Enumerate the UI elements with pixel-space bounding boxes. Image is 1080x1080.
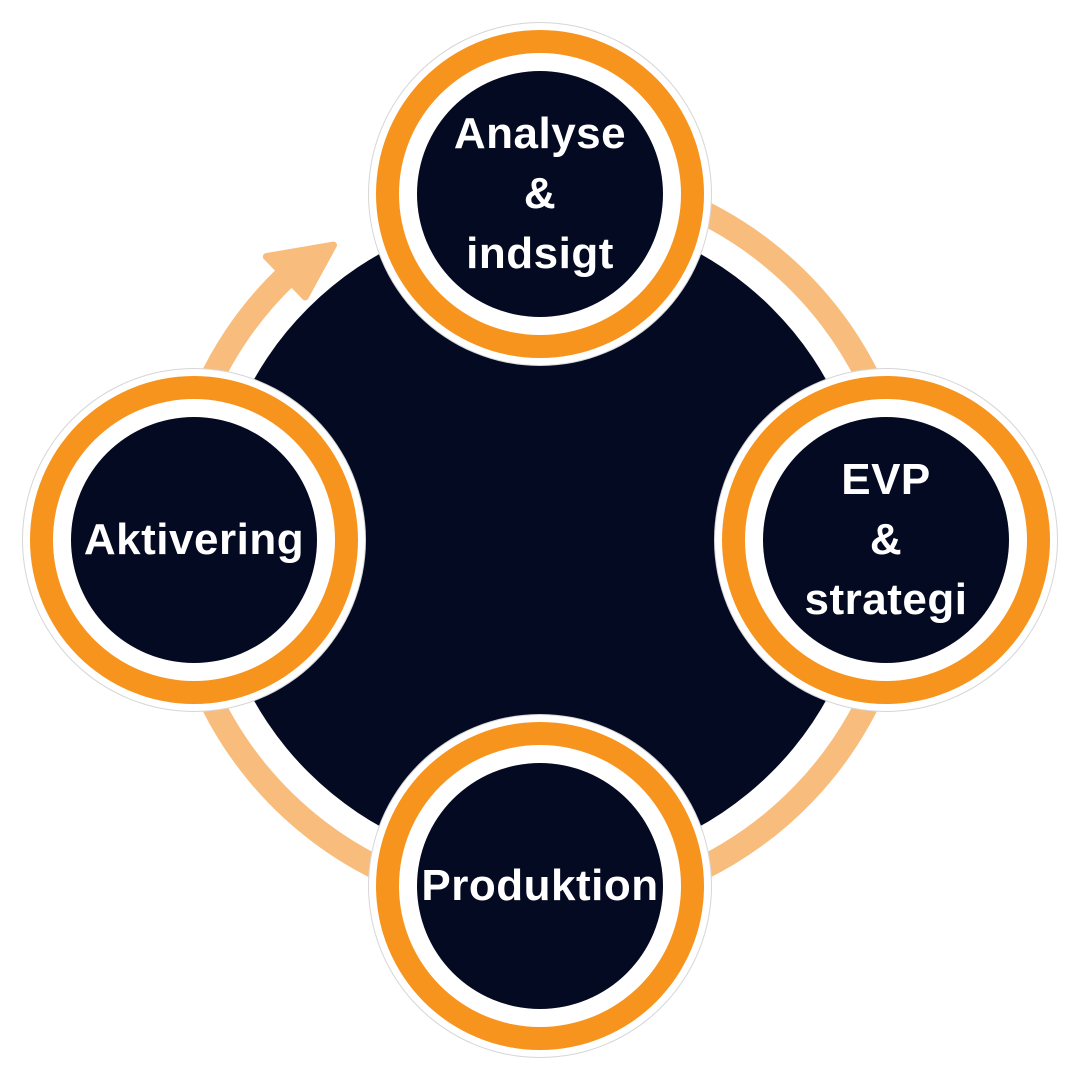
center-circle (212, 212, 868, 868)
node-produktion-label: Produktion (421, 856, 658, 916)
label-line: & (869, 515, 903, 564)
node-analyse-indsigt-label: Analyse & indsigt (454, 104, 626, 284)
label-line: EVP (841, 455, 931, 504)
node-aktivering: Aktivering (71, 417, 317, 663)
label-line: Aktivering (83, 515, 305, 564)
label-line: & (523, 169, 557, 218)
label-line: strategi (804, 575, 968, 624)
cycle-arrowhead-icon (262, 241, 337, 301)
label-line: Analyse (453, 109, 627, 158)
node-evp-strategi-label: EVP & strategi (805, 450, 968, 630)
node-aktivering-label: Aktivering (84, 510, 304, 570)
node-evp-strategi: EVP & strategi (763, 417, 1009, 663)
node-produktion: Produktion (417, 763, 663, 1009)
node-analyse-indsigt: Analyse & indsigt (417, 71, 663, 317)
label-line: indsigt (466, 229, 614, 278)
label-line: Produktion (421, 861, 659, 910)
